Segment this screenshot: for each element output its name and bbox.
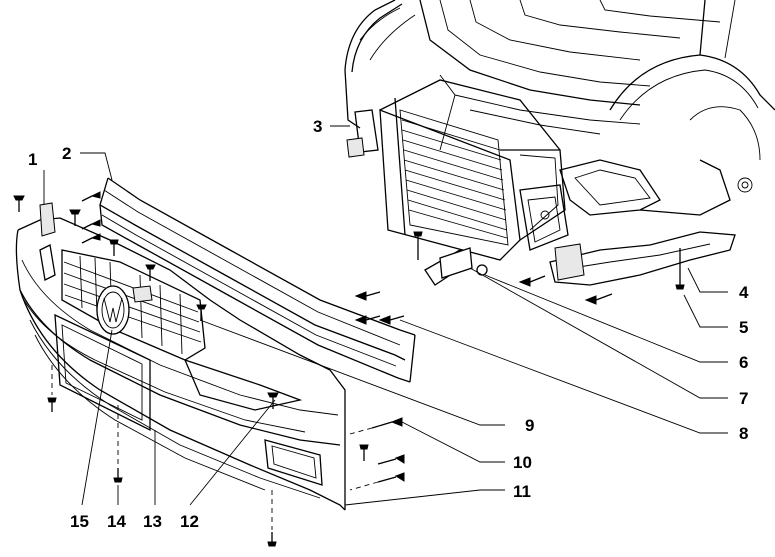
callout-3: 3 xyxy=(313,117,322,136)
leader-lines xyxy=(43,125,728,506)
callout-10: 10 xyxy=(513,453,532,472)
callout-8: 8 xyxy=(739,424,748,443)
vehicle-front-structure xyxy=(344,0,775,261)
callout-13: 13 xyxy=(143,512,162,531)
callout-11: 11 xyxy=(513,482,531,501)
callout-12: 12 xyxy=(180,512,199,531)
callout-7: 7 xyxy=(739,389,748,408)
callout-6: 6 xyxy=(739,353,748,372)
callout-5: 5 xyxy=(739,318,748,337)
callout-4: 4 xyxy=(739,283,749,302)
callout-2: 2 xyxy=(62,144,71,163)
callout-9: 9 xyxy=(525,416,534,435)
fasteners xyxy=(13,191,736,547)
bumper-reinforcement xyxy=(99,177,416,383)
callout-15: 15 xyxy=(70,512,89,531)
radiator-grille xyxy=(61,249,206,361)
bumper-cover xyxy=(15,217,346,511)
vw-emblem xyxy=(96,285,130,335)
callout-14: 14 xyxy=(107,512,126,531)
callout-labels: 1 2 3 4 5 6 7 8 9 10 11 12 13 14 15 xyxy=(28,117,749,531)
callout-1: 1 xyxy=(28,150,37,169)
